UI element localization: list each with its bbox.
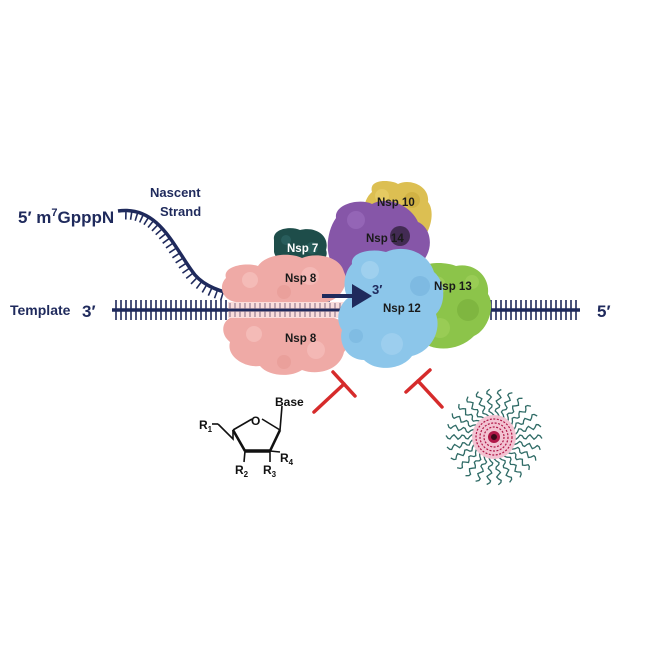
base-label: Base	[275, 395, 304, 409]
nanoparticle-ligand	[446, 439, 475, 451]
nascent-base-tick	[158, 232, 167, 240]
nascent-base-tick	[171, 252, 181, 259]
nanoparticle-ligand	[451, 413, 477, 428]
template-label: Template	[10, 302, 71, 318]
nanoparticle-ligand	[498, 455, 513, 483]
nascent-base-tick	[219, 291, 225, 301]
nascent-label-2: Strand	[160, 204, 201, 219]
nanoparticle-ligand	[500, 392, 513, 419]
nascent-base-tick	[185, 272, 194, 279]
nascent-base-tick	[213, 289, 219, 299]
nascent-base-tick	[207, 287, 213, 296]
nanoparticle-ligand	[508, 404, 532, 425]
nanoparticle-ring	[475, 418, 513, 456]
nucleoside-analog-structure: Base R1 O R2 R3 R4	[199, 395, 304, 479]
nsp13-label: Nsp 13	[434, 281, 472, 293]
nascent-base-tick	[151, 223, 159, 232]
nanoparticle-ligand	[486, 388, 495, 418]
five-prime-cap-label: 5′ m7GpppN	[18, 207, 114, 227]
r1-label: R1	[199, 418, 213, 434]
nanoparticle-ligand	[513, 423, 542, 435]
nsp14-label: Nsp 14	[366, 233, 404, 245]
nanoparticle-ligand	[475, 455, 488, 482]
nanoparticle-ligand	[445, 433, 475, 441]
nascent-base-tick	[143, 216, 150, 226]
nanoparticle-ligand	[458, 403, 480, 424]
nanoparticle-ligand	[465, 452, 483, 477]
ring-oxygen-label: O	[251, 414, 260, 428]
arrow-3prime-label: 3′	[372, 282, 382, 297]
nanoparticle	[445, 388, 543, 486]
nascent-base-tick	[195, 280, 203, 290]
r4-label: R4	[280, 451, 294, 467]
nanoparticle-ligand	[475, 391, 490, 419]
nascent-base-tick	[201, 284, 208, 293]
elongation-arrow	[322, 284, 372, 308]
nascent-base-tick	[162, 237, 171, 244]
nanoparticle-ligand	[447, 423, 476, 434]
strand-through-complex	[228, 302, 346, 318]
nascent-base-tick	[155, 228, 163, 236]
nsp8-bottom-protein	[223, 318, 350, 375]
nsp10-label: Nsp 10	[377, 197, 415, 209]
nascent-base-tick	[178, 262, 187, 269]
nsp12-protein	[338, 248, 444, 368]
nanoparticle-ligand	[493, 456, 502, 486]
nascent-label-1: Nascent	[150, 185, 201, 200]
r3-label: R3	[263, 463, 277, 479]
nanoparticle-ligand	[508, 450, 530, 471]
nanoparticle-ring	[483, 426, 505, 448]
template-3prime-label: 3′	[82, 302, 96, 321]
nanoparticle-ligand	[511, 446, 537, 461]
nanoparticle-ligand	[466, 396, 485, 421]
nanoparticle-ligand	[503, 453, 522, 478]
nascent-base-tick	[138, 213, 145, 223]
nsp8-top-protein	[221, 254, 346, 302]
nsp7-label: Nsp 7	[287, 243, 318, 255]
nanoparticle-ligand	[494, 388, 502, 418]
nascent-base-tick	[175, 257, 184, 264]
nsp8-top-label: Nsp 8	[285, 273, 317, 285]
nascent-base-tick	[181, 267, 191, 274]
nascent-base-tick	[190, 276, 198, 285]
r2-label: R2	[235, 463, 249, 479]
template-5prime-label: 5′	[597, 302, 611, 321]
nanoparticle-ligand	[512, 440, 541, 451]
nanoparticle-ligand	[505, 397, 523, 422]
inhibitor-left	[312, 370, 357, 414]
nanoparticle-ligand	[450, 444, 477, 461]
nanoparticle-ligand	[511, 413, 538, 430]
nanoparticle-ring	[479, 422, 509, 452]
nascent-base-tick	[168, 247, 178, 254]
nsp12-label: Nsp 12	[383, 303, 421, 315]
inhibitor-right	[404, 368, 444, 409]
nanoparticle-ligand	[486, 456, 494, 486]
nascent-base-tick	[165, 242, 174, 249]
nanoparticle-ligand	[513, 433, 543, 441]
nascent-base-tick	[129, 210, 133, 220]
nsp8-bottom-label: Nsp 8	[285, 333, 317, 345]
nascent-base-tick	[134, 211, 139, 222]
nanoparticle-ligand	[456, 449, 480, 470]
nascent-base-tick	[147, 219, 155, 229]
